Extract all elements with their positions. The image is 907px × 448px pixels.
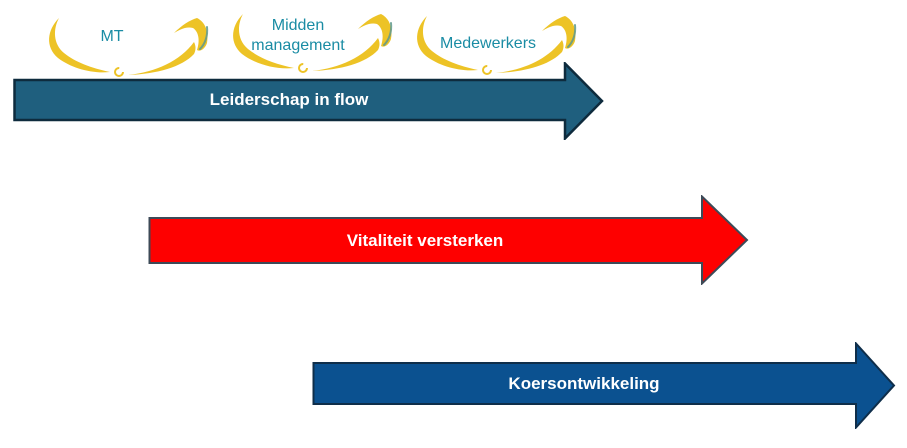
swoosh-crescent xyxy=(49,18,110,73)
growth-swoosh-icon xyxy=(233,14,393,73)
swoosh-crescent xyxy=(233,14,294,69)
arrow-shape-koersontwikkeling xyxy=(312,342,896,429)
arrow-polygon xyxy=(13,62,604,140)
arrow-polygon xyxy=(312,342,896,429)
swoosh-rise xyxy=(128,42,196,75)
swoosh-loop xyxy=(114,67,124,77)
arrow-label-leiderschap: Leiderschap in flow xyxy=(209,90,369,109)
stage-label-mt: MT xyxy=(100,28,124,45)
arrow-shape-vitaliteit xyxy=(148,195,749,285)
arrow-shape-leiderschap xyxy=(13,62,604,140)
swoosh-arrowhead xyxy=(174,18,208,51)
swoosh-shadow-accent xyxy=(199,26,209,50)
growth-swoosh-icon xyxy=(417,16,577,75)
swoosh-arrowhead xyxy=(542,16,576,49)
stage-label-medewerkers: Medewerkers xyxy=(439,35,537,52)
swoosh-shadow-accent xyxy=(383,22,393,46)
arrow-polygon xyxy=(148,195,749,285)
swoosh-rise xyxy=(312,38,380,71)
arrow-label-vitaliteit: Vitaliteit versterken xyxy=(346,230,504,250)
swoosh-arrowhead xyxy=(358,14,392,47)
swoosh-crescent xyxy=(417,16,478,71)
swoosh-rise xyxy=(496,40,564,73)
stage-label-midden-management: Midden management xyxy=(251,17,345,54)
swoosh-loop xyxy=(298,63,308,73)
arrow-label-koersontwikkeling: Koersontwikkeling xyxy=(508,373,660,393)
swoosh-loop xyxy=(482,65,492,75)
growth-swoosh-icon xyxy=(49,18,209,77)
swoosh-shadow-accent xyxy=(567,24,577,48)
